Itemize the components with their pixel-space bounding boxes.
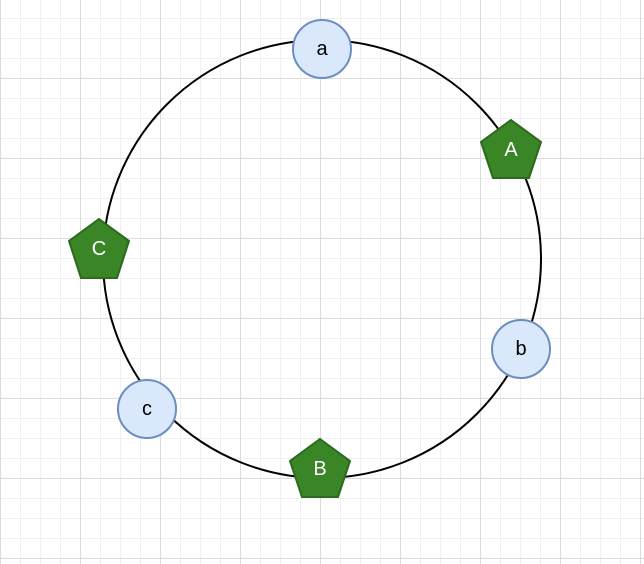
node-B[interactable]: B: [288, 437, 352, 498]
node-b-shape: [491, 319, 551, 379]
node-B-label: B: [313, 458, 326, 480]
node-A-shape: [479, 118, 543, 179]
node-b[interactable]: b: [491, 319, 551, 379]
node-C[interactable]: C: [67, 217, 131, 279]
node-a-label: a: [316, 38, 328, 60]
node-b-label: b: [515, 338, 526, 360]
node-C-shape: [67, 217, 131, 279]
node-c-label: c: [142, 398, 152, 420]
node-A-label: A: [504, 139, 518, 161]
node-A[interactable]: A: [479, 118, 543, 179]
node-c-shape: [117, 379, 177, 439]
node-c[interactable]: c: [117, 379, 177, 439]
node-C-label: C: [92, 238, 106, 260]
node-a[interactable]: a: [292, 19, 352, 79]
node-B-shape: [288, 437, 352, 498]
node-a-shape: [292, 19, 352, 79]
